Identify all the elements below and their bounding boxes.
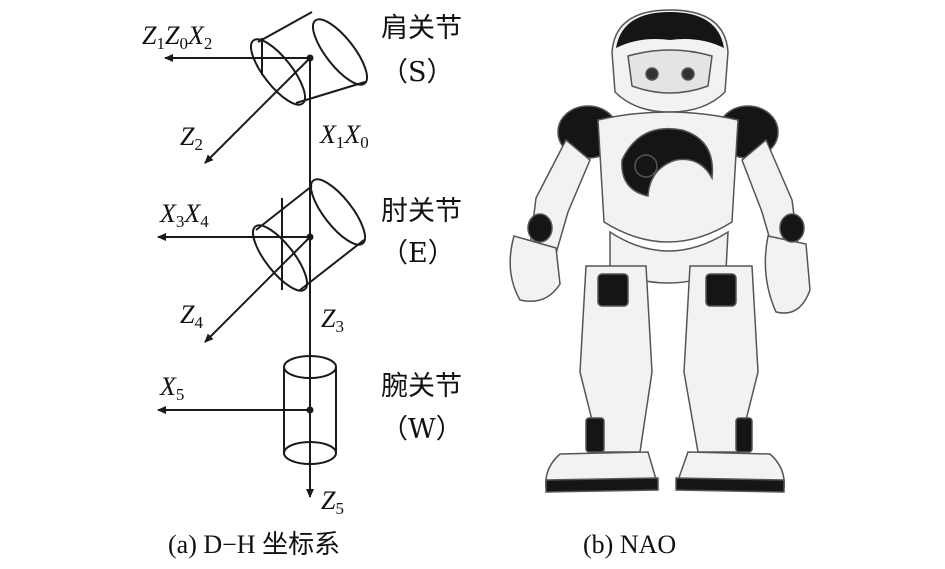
x5-label: X5 — [160, 372, 185, 404]
shoulder-cylinder — [250, 11, 368, 106]
shoulder-joint-abbr: （S） — [381, 57, 454, 88]
robot-face — [627, 49, 713, 94]
x3x4-label: X3X4 — [160, 199, 209, 231]
z4-label: Z4 — [180, 300, 203, 332]
z1z0x2-label: Z1Z0X2 — [142, 21, 213, 53]
elbow-origin — [306, 233, 314, 241]
shoulder-joint-name: 肩关节 — [381, 13, 462, 44]
wrist-joint-name: 腕关节 — [381, 371, 462, 402]
robot-chest-button — [634, 154, 658, 178]
z5-label: Z5 — [321, 486, 344, 518]
elbow-joint-name: 肘关节 — [381, 196, 462, 227]
robot-head-cap — [616, 12, 724, 48]
robot-hand-left — [509, 235, 561, 302]
x1x0-label: X1X0 — [320, 120, 369, 152]
z2-label: Z2 — [180, 122, 203, 154]
elbow-joint-abbr: （E） — [381, 238, 455, 269]
robot-eye-left — [645, 67, 659, 81]
wrist-origin — [306, 406, 314, 414]
elbow-cylinder — [252, 178, 366, 292]
caption-right: (b) NAO — [583, 530, 677, 559]
robot-hand-right — [764, 235, 811, 314]
robot-chest-emblem — [621, 127, 714, 197]
shoulder-origin — [306, 54, 314, 62]
wrist-joint-abbr: （W） — [381, 414, 463, 445]
z3-label: Z3 — [321, 304, 344, 336]
robot-eye-right — [681, 67, 695, 81]
z4-axis-line — [204, 236, 311, 343]
z2-axis-line — [204, 57, 311, 164]
caption-left: (a) D−H 坐标系 — [168, 530, 341, 559]
